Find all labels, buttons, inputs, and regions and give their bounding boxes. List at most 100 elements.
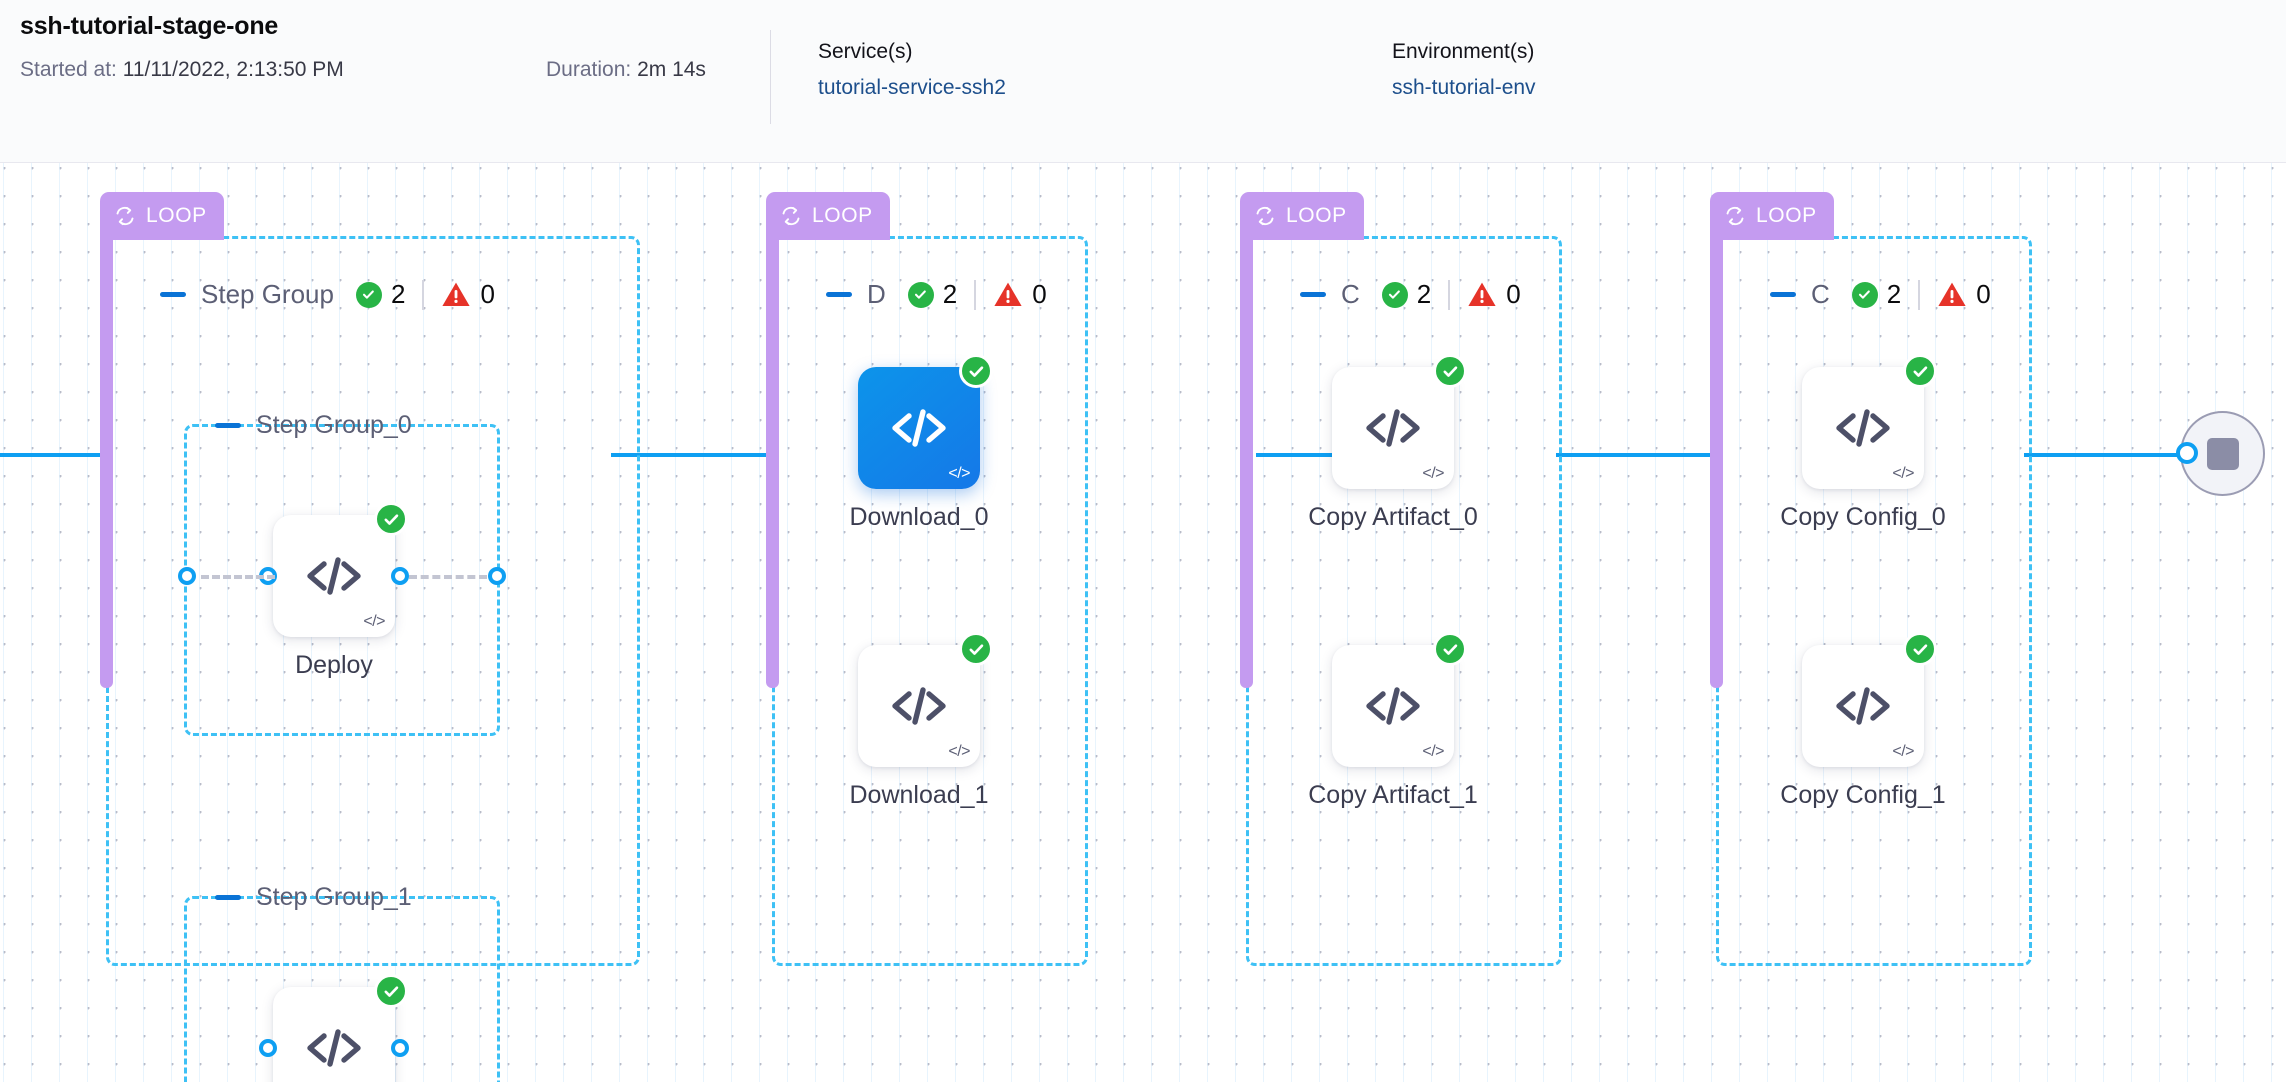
node-card[interactable]: </> [1802, 632, 1937, 767]
node-card[interactable]: </> [858, 632, 993, 767]
success-count: 2 [942, 279, 958, 309]
collapse-icon[interactable] [1770, 292, 1796, 297]
step-node-copy-artifact-0[interactable]: </> Copy Artifact_0 [1308, 354, 1478, 531]
check-glyph [915, 290, 927, 299]
node-label: Copy Artifact_1 [1308, 781, 1478, 809]
loop-side-bar [1240, 236, 1253, 688]
collapse-icon[interactable] [826, 292, 852, 297]
node-card[interactable]: </> [259, 502, 409, 637]
edge-group4-end [2024, 453, 2192, 457]
step-node-copy-artifact-1[interactable]: </> Copy Artifact_1 [1308, 632, 1478, 809]
edge-group3-group4 [1556, 453, 1721, 457]
status-badge-success [374, 974, 408, 1008]
check-icon [1851, 281, 1878, 308]
node-label: Copy Artifact_0 [1308, 503, 1478, 531]
collapse-icon[interactable] [215, 895, 241, 900]
group-header-step-group[interactable]: Step Group 2 0 [160, 279, 495, 310]
inner-group-header[interactable]: Step Group_1 [215, 883, 412, 912]
loop-body [772, 236, 1088, 966]
warning-icon [1938, 282, 1966, 306]
warning-icon [994, 282, 1022, 306]
collapse-icon[interactable] [1300, 292, 1326, 297]
status-badge-success [1903, 632, 1937, 666]
loop-side-bar [766, 236, 779, 688]
code-corner-icon: </> [1422, 743, 1444, 760]
status-badge-success [959, 632, 993, 666]
node-output-port[interactable] [391, 1039, 409, 1057]
inner-group-output-port[interactable] [488, 567, 506, 585]
inner-group-input-port[interactable] [178, 567, 196, 585]
code-icon [1366, 687, 1420, 725]
stat-divider [974, 279, 977, 310]
inner-group-label: Step Group_1 [256, 883, 412, 911]
inner-group-step-group-1[interactable]: Step Group_1 </> Deploy [184, 883, 500, 1082]
code-icon [307, 1029, 361, 1067]
success-count: 2 [1886, 279, 1902, 309]
node-output-port[interactable] [391, 567, 409, 585]
dashed-link-left [201, 575, 275, 579]
node-card[interactable]: </> [259, 974, 409, 1082]
group-header-download[interactable]: D 2 0 [826, 279, 1047, 310]
group-label: C [1341, 279, 1360, 309]
error-stat: 0 [1467, 279, 1521, 310]
warning-icon [442, 282, 471, 306]
environments-value[interactable]: ssh-tutorial-env [1392, 76, 1536, 99]
inner-group-step-group-0[interactable]: Step Group_0 </> Deploy [178, 411, 506, 736]
node-input-port[interactable] [259, 1039, 277, 1057]
step-node-download-1[interactable]: </> Download_1 [850, 632, 993, 809]
warning-icon [1468, 282, 1496, 306]
code-icon [1836, 687, 1890, 725]
code-corner-icon: </> [948, 465, 970, 482]
loop-body [1716, 236, 2032, 966]
node-card[interactable]: </> [1802, 354, 1937, 489]
error-count: 0 [1506, 279, 1521, 309]
inner-group-label: Step Group_0 [256, 411, 412, 439]
node-card[interactable]: </> [858, 354, 993, 489]
loop-icon [116, 206, 134, 226]
duration: Duration: 2m 14s [546, 58, 706, 82]
services-value[interactable]: tutorial-service-ssh2 [818, 76, 1006, 99]
loop-badge-label: LOOP [1286, 204, 1347, 227]
step-node-deploy[interactable]: </> Deploy [259, 502, 409, 679]
step-node-copy-config-0[interactable]: </> Copy Config_0 [1780, 354, 1946, 531]
collapse-icon[interactable] [160, 292, 186, 297]
stat-divider [422, 279, 425, 310]
stat-divider [1448, 279, 1451, 310]
success-stat: 2 [907, 279, 958, 310]
status-badge-success [1433, 632, 1467, 666]
step-node-download-0[interactable]: </> Download_0 [850, 354, 993, 531]
environments-title: Environment(s) [1392, 40, 1535, 63]
check-glyph [968, 365, 983, 377]
started-at-label: Started at: [20, 58, 117, 81]
error-count: 0 [480, 279, 495, 309]
success-stat: 2 [1381, 279, 1431, 310]
check-icon [355, 281, 382, 308]
check-glyph [1389, 290, 1401, 299]
group-header-copy-artifact[interactable]: C 2 0 [1300, 279, 1521, 310]
inner-group-header[interactable]: Step Group_0 [215, 411, 412, 440]
check-glyph [1912, 365, 1927, 377]
group-header-copy-config[interactable]: C 2 0 [1770, 279, 1991, 310]
pipeline-canvas[interactable]: LOOP Step Group 2 [0, 163, 2286, 1082]
services-column: Service(s) tutorial-service-ssh2 [818, 40, 1006, 100]
step-node-copy-config-1[interactable]: </> Copy Config_1 [1780, 632, 1946, 809]
loop-icon [782, 206, 800, 226]
code-corner-icon: </> [363, 613, 385, 630]
end-node-input-port[interactable] [2176, 442, 2198, 464]
loop-badge-label: LOOP [812, 204, 873, 227]
loop-body [1246, 236, 1562, 966]
status-badge-success [1903, 354, 1937, 388]
code-corner-icon: </> [1892, 465, 1914, 482]
step-node-deploy-1[interactable]: </> Deploy [259, 974, 409, 1082]
loop-badge-label: LOOP [1756, 204, 1817, 227]
node-card[interactable]: </> [1332, 632, 1467, 767]
node-card[interactable]: </> [1332, 354, 1467, 489]
loop-badge: LOOP [1240, 192, 1364, 240]
code-icon [892, 409, 946, 447]
environments-column: Environment(s) ssh-tutorial-env [1392, 40, 1536, 100]
group-label: Step Group [201, 279, 334, 309]
error-count: 0 [1032, 279, 1047, 309]
code-corner-icon: </> [948, 743, 970, 760]
collapse-icon[interactable] [215, 423, 241, 428]
stage-header: ssh-tutorial-stage-one Started at: 11/11… [0, 0, 2286, 163]
